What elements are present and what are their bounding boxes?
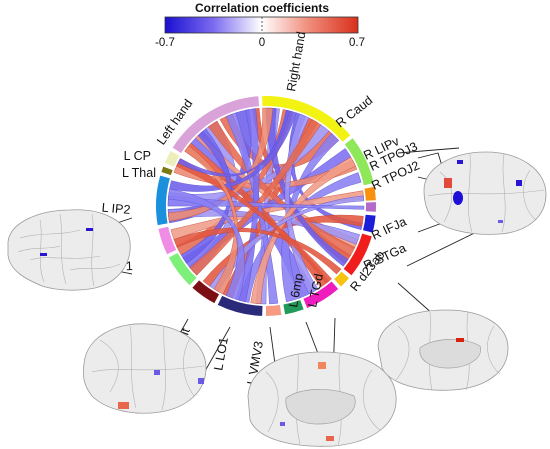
colorbar: Correlation coefficients -0.7 0 0.7 xyxy=(155,1,365,49)
arc-r-caud xyxy=(344,138,374,186)
ribbon xyxy=(168,107,274,222)
brain-spot-l-vmv3 xyxy=(280,422,285,426)
colorbar-title: Correlation coefficients xyxy=(195,1,329,15)
brain-right-medial xyxy=(377,309,509,391)
label-l-thal: L Thal xyxy=(122,166,156,180)
brain-spot-l-6mp xyxy=(318,362,326,369)
brain-left-medial-1 xyxy=(82,323,207,414)
arc-l-lbelt xyxy=(168,252,197,286)
brain-spot-r-lipv xyxy=(457,160,463,164)
brain-spot-r-tpoj3 xyxy=(444,178,452,188)
arc-l-vmv3 xyxy=(217,295,263,316)
brain-spot-l-lo1 xyxy=(198,378,204,384)
arc-l-ip2 xyxy=(155,175,170,226)
ribbon xyxy=(168,188,246,301)
arc-r-lipv xyxy=(364,186,376,201)
region-arcs xyxy=(155,95,376,316)
arc-l-thal xyxy=(161,166,173,176)
label-l-tgd: L TGd xyxy=(305,272,326,308)
colorbar-tick-zero: 0 xyxy=(259,37,265,49)
brain-spot-l-fop1 xyxy=(40,253,47,256)
ribbon xyxy=(177,109,290,177)
ribbon xyxy=(184,145,239,295)
colorbar-tick-max: 0.7 xyxy=(349,37,365,49)
arc-r-tpoj3 xyxy=(365,202,376,212)
ribbon xyxy=(173,227,342,275)
brain-spot-r-tpoj2 xyxy=(453,191,463,205)
arc-r-stga xyxy=(334,271,350,287)
ribbon xyxy=(208,120,356,257)
arc-left-hand xyxy=(172,96,260,154)
brain-right-lateral xyxy=(423,151,547,235)
brain-left-medial-2 xyxy=(247,351,397,447)
arc-r-d23ab xyxy=(303,281,339,308)
leader-r-lipv xyxy=(397,147,460,154)
arc-l-tgd xyxy=(283,299,304,315)
arc-l-6mp xyxy=(266,305,282,316)
arc-l-fop1 xyxy=(158,226,177,255)
arc-r-tpoj2 xyxy=(363,214,376,233)
label-r-caud: R Caud xyxy=(333,93,375,130)
brain-spot-l-ip2 xyxy=(86,228,93,231)
ribbon xyxy=(250,156,356,305)
ribbon xyxy=(209,195,365,292)
brain-spot-r-d23ab xyxy=(456,338,464,342)
brain-spot-l-tgd xyxy=(326,436,334,441)
colorbar-tick-min: -0.7 xyxy=(155,37,175,49)
arc-r-ifja xyxy=(343,233,372,276)
label-l-ip2: L IP2 xyxy=(101,201,131,217)
chord-ribbons xyxy=(167,107,365,305)
label-l-lo1: L LO1 xyxy=(211,336,231,372)
label-right-hand: Right hand xyxy=(284,30,308,92)
colorbar-gradient xyxy=(164,16,359,34)
brain-spot-vmv3-red xyxy=(118,402,129,409)
arc-l-cp xyxy=(164,151,180,167)
brain-spot-l-lbelt xyxy=(154,370,160,375)
brain-spot-r-stga xyxy=(498,220,503,223)
label-l-6mp: L 6mp xyxy=(286,272,306,308)
arc-right-hand xyxy=(262,95,351,142)
label-l-cp: L CP xyxy=(124,149,151,163)
brain-spot-r-ifja xyxy=(516,180,522,186)
brain-left-lateral xyxy=(7,209,131,291)
arc-l-lo1 xyxy=(192,280,220,304)
